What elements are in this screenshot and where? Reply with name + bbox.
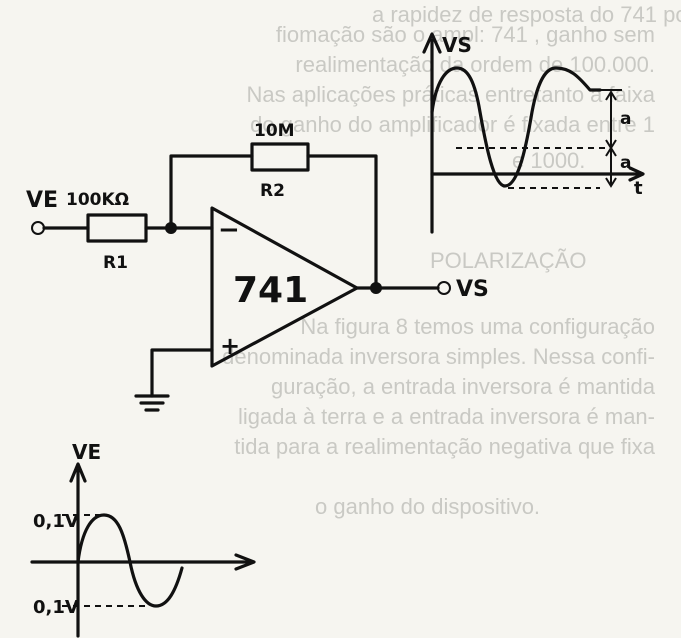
output-waveform-graph: VS t a a (422, 32, 645, 234)
opamp-label: 741 (233, 270, 308, 311)
feedback-wire-left (169, 154, 254, 230)
bg-line-11: tida para a realimentação negativa que f… (234, 434, 655, 459)
feedback-wire-right (306, 154, 378, 290)
bg-line-2: realimentação da ordem de 100.000. (295, 52, 655, 77)
r1-name: R1 (103, 253, 128, 273)
vs-t-label: t (634, 178, 643, 199)
bg-heading: POLARIZAÇÃO (430, 248, 586, 273)
amplitude-label-bottom: a (620, 153, 631, 173)
ve-x-axis-arrow-icon (234, 553, 256, 571)
ve-top-level-label: 0,1V (33, 511, 79, 532)
bg-line-1: fiomação são o ampl: 741 , ganho sem (276, 22, 655, 47)
bg-line-12: o ganho do dispositivo. (315, 494, 540, 519)
bg-line-8: denominada inversora simples. Nessa conf… (222, 344, 655, 369)
ve-y-label: VE (72, 440, 101, 464)
input-label: VE (26, 188, 58, 213)
bg-line-4: do ganho do amplificador é fixada entre … (250, 112, 655, 137)
bg-line-3: Nas aplicações práticas entretanto a fai… (247, 82, 656, 107)
r2-name: R2 (260, 181, 285, 201)
resistor-r1 (86, 213, 148, 243)
bg-line-7: Na figura 8 temos uma configuração (300, 314, 655, 339)
background-text: a rapidez de resposta do 741 pode ser fi… (222, 2, 681, 519)
input-waveform-graph: VE 0,1V 0,1V (30, 440, 256, 638)
amplitude-arrow-mid-up-icon (605, 146, 617, 157)
bg-line-9: guração, a entrada inversora é mantida (271, 374, 656, 399)
output-junction-node (370, 282, 382, 294)
noninverting-sign: + (220, 332, 240, 360)
ve-bottom-level-label: 0,1V (33, 597, 79, 618)
vs-y-label: VS (442, 33, 472, 57)
inverting-sign: − (218, 215, 240, 245)
vs-x-axis-arrow-icon (628, 166, 645, 182)
ve-sine-wave (76, 513, 184, 608)
r1-value: 100KΩ (66, 190, 129, 210)
vs-sine-wave (430, 66, 602, 188)
amplitude-arrow-top-icon (605, 90, 617, 101)
amplitude-label-top: a (620, 109, 631, 129)
output-label: VS (456, 277, 489, 302)
bg-line-0: a rapidez de resposta do 741 pode ser (372, 2, 681, 27)
ground-icon (134, 394, 170, 412)
ground-wire (150, 348, 214, 398)
ve-y-axis-arrow-icon (69, 462, 87, 483)
opamp-triangle (210, 206, 359, 368)
amplitude-arrow-bottom-icon (605, 177, 617, 188)
output-terminal (437, 281, 451, 295)
resistor-r2 (250, 142, 310, 172)
r2-value: 10M (254, 121, 295, 141)
vs-y-axis-arrow-icon (422, 32, 442, 54)
inverting-amplifier-circuit: VE 100KΩ R1 10M R2 741 − + VS (26, 121, 489, 412)
input-terminal (31, 221, 45, 235)
bg-line-10: ligada à terra e a entrada inversora é m… (238, 404, 655, 429)
